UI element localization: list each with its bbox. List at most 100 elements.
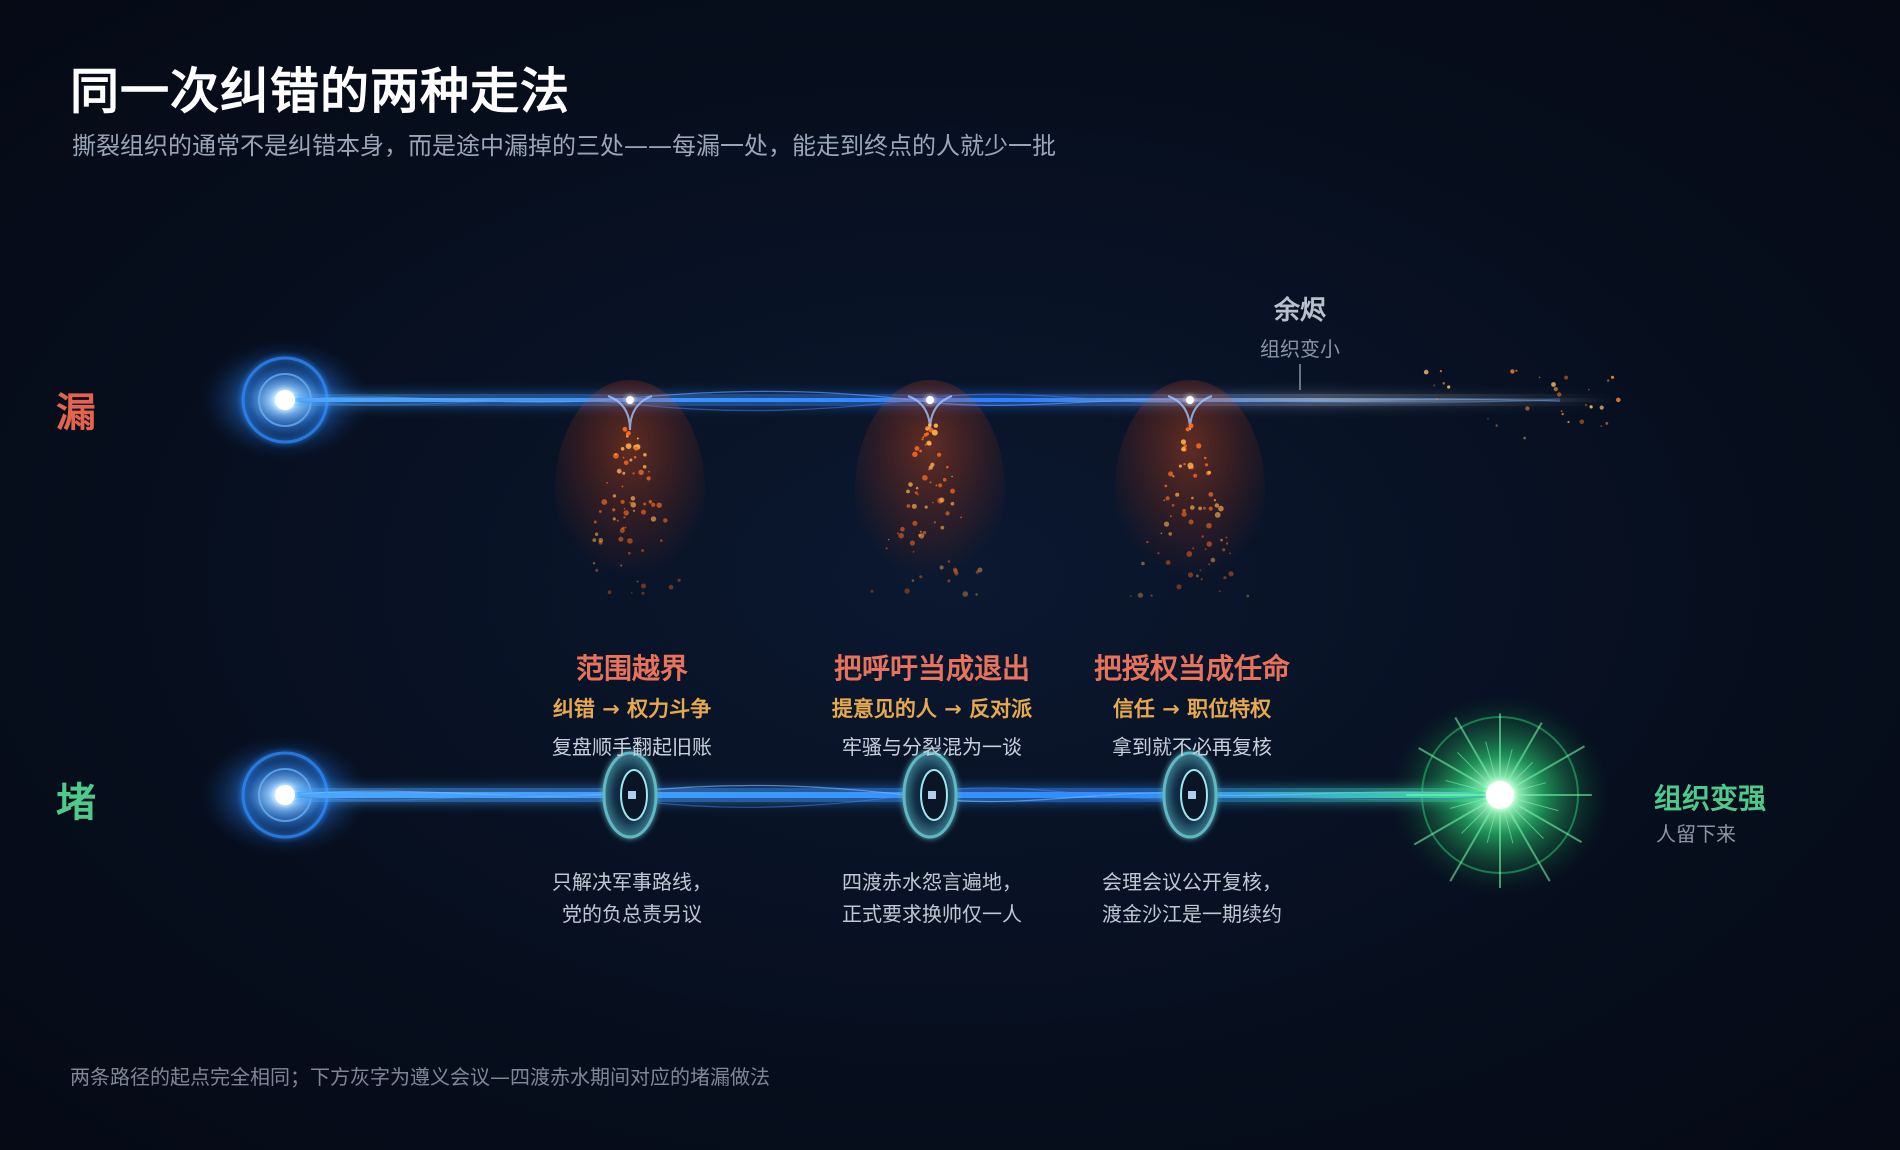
- ember-spark: [616, 468, 622, 474]
- ember-spark: [1208, 492, 1214, 497]
- block-gates: [602, 751, 1218, 839]
- end-ember: [1588, 388, 1590, 391]
- ember-spark: [923, 433, 928, 437]
- ember-spark: [613, 452, 619, 459]
- ember-spark: [660, 539, 663, 542]
- ember-spark: [1207, 470, 1212, 475]
- ember-spark: [607, 590, 612, 594]
- ember-spark: [950, 488, 956, 494]
- ember-spark: [641, 509, 646, 515]
- ember-spark: [1193, 473, 1198, 478]
- ember-spark: [1208, 563, 1211, 566]
- ember-spark: [623, 510, 629, 516]
- ember-spark: [636, 580, 639, 583]
- ember-spark: [633, 455, 637, 459]
- ember-spark: [632, 472, 635, 475]
- ember-spark: [935, 484, 938, 487]
- ember-spark: [1187, 572, 1194, 578]
- ember-spark: [940, 525, 945, 530]
- ember-spark: [622, 456, 625, 459]
- ember-spark: [1208, 506, 1213, 511]
- ember-spark: [975, 593, 978, 596]
- ember-spark: [937, 452, 942, 457]
- ember-spark: [1187, 462, 1194, 469]
- ember-spark: [1129, 595, 1132, 598]
- ember-spark: [628, 551, 631, 555]
- ember-spark: [931, 429, 938, 436]
- leak-glow: [1115, 380, 1265, 600]
- ember-spark: [930, 462, 935, 467]
- end-ember: [1561, 412, 1564, 416]
- gate-description: 牢骚与分裂混为一谈: [842, 735, 1022, 759]
- ember-spark: [917, 493, 919, 496]
- ember-spark: [912, 551, 915, 553]
- ember-spark: [1196, 443, 1202, 449]
- end-ember: [1538, 376, 1541, 379]
- history-line: 会理会议公开复核，: [1102, 870, 1282, 894]
- gate-description: 复盘顺手翻起旧账: [552, 735, 712, 759]
- ember-spark: [598, 510, 602, 513]
- ember-spark: [618, 536, 624, 542]
- ember-spark: [1157, 552, 1160, 555]
- ember-spark: [1204, 548, 1207, 551]
- ember-spark: [642, 465, 647, 469]
- ember-spark: [620, 564, 623, 567]
- ember-spark: [1206, 522, 1212, 529]
- ember-spark: [975, 570, 980, 574]
- ember-spark: [942, 477, 947, 482]
- end-ember: [1606, 379, 1610, 382]
- green-ray: [1418, 747, 1501, 796]
- ember-spark: [1196, 574, 1199, 578]
- end-ember: [1599, 405, 1604, 410]
- end-ember: [1442, 382, 1445, 385]
- ember-spark: [919, 575, 923, 579]
- gate-history-2: 四渡赤水怨言遍地， 正式要求换帅仅一人: [782, 866, 1082, 930]
- end-ember: [1433, 384, 1436, 387]
- gate-label-1: 范围越界 纠错 → 权力斗争 复盘顺手翻起旧账: [482, 647, 782, 760]
- ember-spark: [951, 475, 953, 478]
- ember-spark: [630, 502, 637, 508]
- green-ray: [1499, 794, 1551, 882]
- end-ember: [1600, 425, 1603, 427]
- ember-spark: [1169, 515, 1172, 518]
- leak-end-title: 余烬: [1273, 296, 1326, 326]
- ember-spark: [1220, 538, 1223, 542]
- ember-spark: [623, 516, 626, 519]
- ember-spark: [1199, 569, 1202, 572]
- ember-spark: [1178, 464, 1182, 468]
- end-ember: [1610, 375, 1615, 379]
- ember-spark: [1183, 462, 1186, 466]
- ember-spark: [1168, 532, 1172, 536]
- end-ember: [1553, 387, 1558, 392]
- ember-spark: [911, 579, 915, 582]
- page-subtitle: 撕裂组织的通常不是纠错本身，而是途中漏掉的三处——每漏一处，能走到终点的人就少一…: [72, 132, 1056, 160]
- gate-title: 把呼吁当成退出: [833, 652, 1030, 685]
- ember-spark: [1229, 552, 1231, 555]
- ember-spark: [1210, 557, 1216, 563]
- ember-spark: [1223, 576, 1227, 580]
- history-line: 渡金沙江是一期续约: [1102, 902, 1282, 926]
- gate-mapping: 提意见的人 → 反对派: [831, 697, 1033, 721]
- block-beam: [285, 792, 1500, 798]
- ember-spark: [592, 538, 597, 542]
- ember-spark: [1171, 504, 1175, 507]
- end-ember: [1579, 419, 1585, 425]
- ember-spark: [896, 532, 899, 535]
- leak-start-core: [275, 390, 295, 410]
- end-ember: [1423, 369, 1429, 375]
- end-ember: [1487, 417, 1489, 420]
- ember-spark: [622, 426, 628, 432]
- end-ember: [1515, 369, 1518, 372]
- ember-spark: [1213, 499, 1217, 502]
- ember-spark: [953, 567, 957, 572]
- ember-spark: [1218, 505, 1224, 512]
- ember-spark: [1214, 503, 1220, 508]
- end-ember: [1447, 385, 1451, 389]
- end-ember: [1564, 375, 1569, 380]
- ember-spark: [638, 469, 644, 475]
- ember-spark: [933, 423, 939, 428]
- green-ray: [1499, 794, 1583, 843]
- ember-spark: [625, 443, 632, 449]
- gate-ring: [602, 751, 658, 839]
